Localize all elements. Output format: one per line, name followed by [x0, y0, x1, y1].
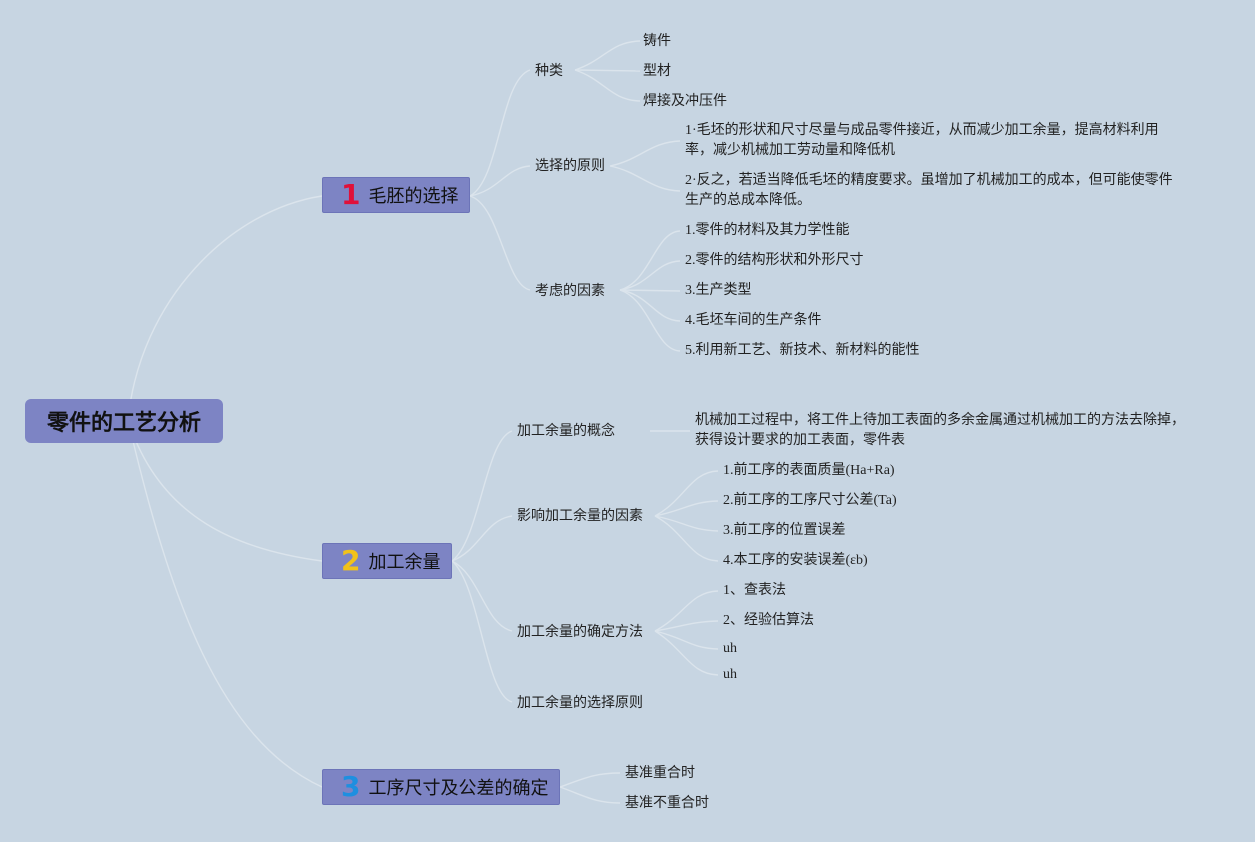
topic-allowance-principle[interactable]: 加工余量的选择原则: [517, 695, 643, 711]
number-1-icon: 1: [341, 178, 361, 211]
leaf-casting[interactable]: 铸件: [643, 33, 671, 49]
leaf-factor-3[interactable]: 3.生产类型: [685, 283, 752, 298]
topic-types[interactable]: 种类: [535, 63, 563, 79]
topic-datum-not-coincide[interactable]: 基准不重合时: [625, 795, 709, 811]
branch-blank-selection[interactable]: 1 毛胚的选择: [322, 177, 470, 213]
topic-allowance-concept[interactable]: 加工余量的概念: [517, 423, 615, 439]
leaf-allowance-factor-3[interactable]: 3.前工序的位置误差: [723, 523, 846, 538]
leaf-welding-stamping[interactable]: 焊接及冲压件: [643, 93, 727, 109]
leaf-profile[interactable]: 型材: [643, 63, 671, 79]
topic-datum-coincide[interactable]: 基准重合时: [625, 765, 695, 781]
leaf-allowance-definition[interactable]: 机械加工过程中，将工件上待加工表面的多余金属通过机械加工的方法去除掉，获得设计要…: [695, 413, 1185, 448]
root-topic[interactable]: 零件的工艺分析: [25, 399, 223, 443]
branch-label: 毛胚的选择: [368, 186, 459, 207]
branch-process-dimension[interactable]: 3 工序尺寸及公差的确定: [322, 769, 560, 805]
topic-allowance-method[interactable]: 加工余量的确定方法: [517, 624, 643, 640]
leaf-factor-4[interactable]: 4.毛坯车间的生产条件: [685, 313, 822, 328]
leaf-allowance-factor-2[interactable]: 2.前工序的工序尺寸公差(Ta): [723, 493, 897, 508]
topic-selection-principle[interactable]: 选择的原则: [535, 158, 605, 174]
branch-label: 工序尺寸及公差的确定: [368, 778, 549, 799]
topic-allowance-factors[interactable]: 影响加工余量的因素: [517, 508, 643, 524]
leaf-method-2[interactable]: 2、经验估算法: [723, 613, 814, 628]
leaf-factor-2[interactable]: 2.零件的结构形状和外形尺寸: [685, 253, 864, 268]
leaf-principle-1[interactable]: 1·毛坯的形状和尺寸尽量与成品零件接近，从而减少加工余量，提高材料利用率，减少机…: [685, 123, 1159, 158]
leaf-allowance-factor-1[interactable]: 1.前工序的表面质量(Ha+Ra): [723, 463, 895, 478]
leaf-allowance-factor-4[interactable]: 4.本工序的安装误差(εb): [723, 553, 868, 568]
branch-label: 加工余量: [368, 552, 441, 573]
leaf-principle-2[interactable]: 2·反之，若适当降低毛坯的精度要求。虽增加了机械加工的成本，但可能使零件生产的总…: [685, 173, 1173, 208]
leaf-factor-1[interactable]: 1.零件的材料及其力学性能: [685, 223, 850, 238]
leaf-method-1[interactable]: 1、查表法: [723, 583, 786, 598]
branch-machining-allowance[interactable]: 2 加工余量: [322, 543, 452, 579]
number-3-icon: 3: [341, 770, 361, 803]
leaf-factor-5[interactable]: 5.利用新工艺、新技术、新材料的能性: [685, 343, 920, 358]
leaf-method-4[interactable]: uh: [723, 667, 737, 682]
topic-factors[interactable]: 考虑的因素: [535, 283, 605, 299]
number-2-icon: 2: [341, 544, 361, 577]
leaf-method-3[interactable]: uh: [723, 641, 737, 656]
